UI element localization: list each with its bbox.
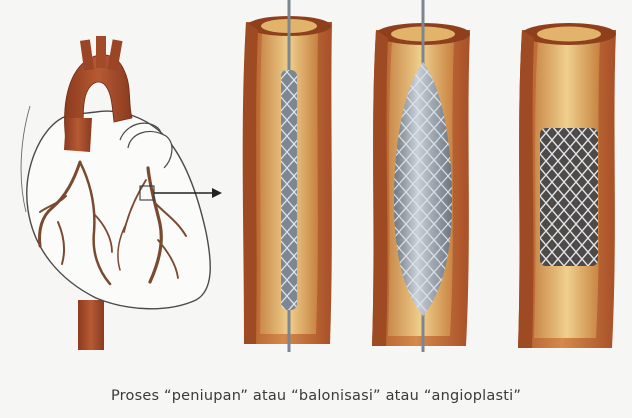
- artery-stage-2: [372, 0, 470, 352]
- artery-stage-1: [243, 0, 332, 352]
- heart-body: [27, 111, 210, 309]
- illustration: [0, 0, 632, 360]
- artery-stage-3: [518, 23, 616, 348]
- figure-caption: Proses “peniupan” atau “balonisasi” atau…: [0, 388, 632, 404]
